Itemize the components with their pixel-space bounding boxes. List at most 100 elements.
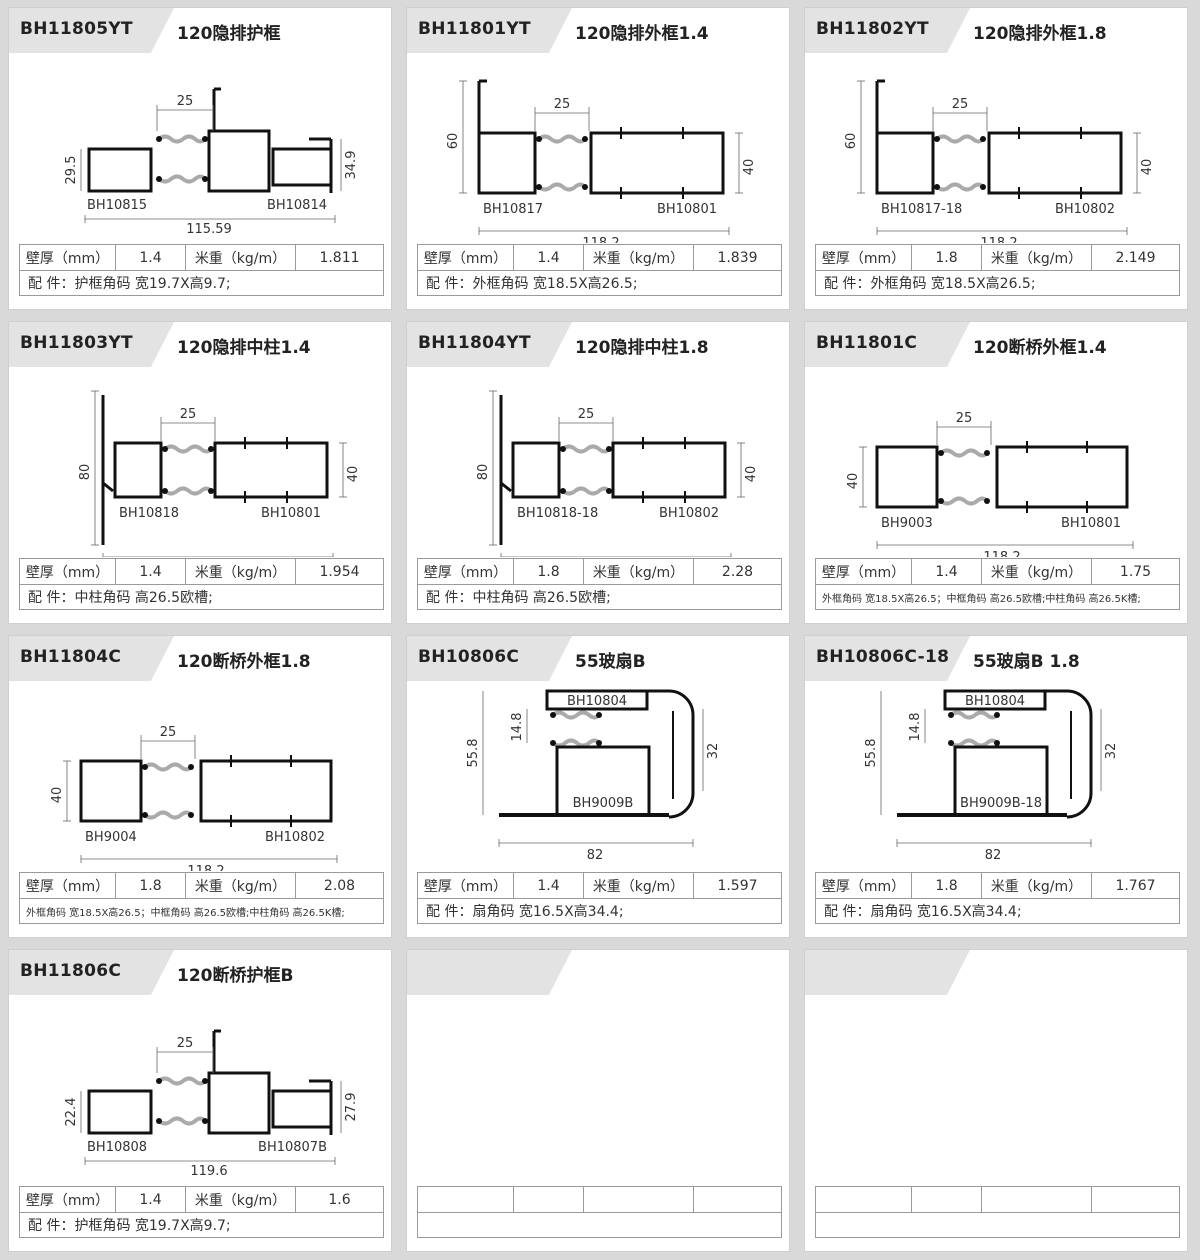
strip-hook (560, 446, 566, 452)
product-card: BH11801C120断桥外框1.42540118.2BH9003BH10801… (804, 321, 1188, 624)
meter-weight-label: 米重（kg/m） (185, 872, 296, 899)
spec-table (815, 1186, 1180, 1238)
dim-top: 25 (180, 407, 197, 422)
product-code: BH11803YT (20, 333, 133, 353)
accessory-note: 配 件：外框角码 宽18.5X高26.5; (417, 270, 782, 296)
wall-thickness-label: 壁厚（mm） (417, 872, 514, 899)
code-tab (407, 950, 572, 995)
meter-weight-label: 米重（kg/m） (981, 558, 1092, 585)
meter-weight-label: 米重（kg/m） (981, 872, 1092, 899)
accessory-note: 配 件：扇角码 宽16.5X高34.4; (417, 898, 782, 924)
spec-empty (815, 1186, 912, 1213)
part-label-left: BH10818-18 (517, 506, 598, 521)
profile-chamber (511, 441, 561, 499)
part-label-left: BH10808 (87, 1140, 147, 1155)
profile-chamber (611, 441, 727, 499)
sash-curve (1045, 689, 1093, 819)
dim-right: 27.9 (344, 1093, 359, 1122)
strip-hook (142, 812, 148, 818)
code-tab (407, 8, 572, 53)
thermal-strip (157, 1116, 207, 1126)
strip-hook (934, 184, 940, 190)
product-code: BH11806C (20, 961, 122, 981)
profile-chamber (87, 147, 153, 193)
thermal-strip (935, 134, 985, 144)
profile-chamber (113, 441, 163, 499)
code-tab (9, 322, 174, 367)
product-code: BH11801YT (418, 19, 531, 39)
meter-weight-value: 2.28 (693, 558, 782, 585)
strip-hook (536, 184, 542, 190)
strip-hook (208, 488, 214, 494)
wall-thickness-label: 壁厚（mm） (417, 244, 514, 271)
wall-thickness-value: 1.8 (115, 872, 186, 899)
strip-hook (934, 136, 940, 142)
card-header (805, 950, 1187, 995)
product-code: BH11804YT (418, 333, 531, 353)
strip-hook (938, 450, 944, 456)
dim-left: 22.4 (64, 1098, 79, 1127)
accessory-note: 配 件：中柱角码 高26.5欧槽; (417, 584, 782, 610)
part-label-bottom: BH9009B-18 (960, 796, 1042, 811)
strip-hook (980, 136, 986, 142)
part-label-left: BH10817 (483, 202, 543, 217)
spec-empty (981, 1186, 1092, 1213)
code-tab (407, 636, 572, 681)
product-card: BH11804C120断桥外框1.82540118.2BH9004BH10802… (8, 635, 392, 938)
dim-outer-height: 55.8 (864, 739, 879, 768)
wall-thickness-label: 壁厚（mm） (815, 558, 912, 585)
strip-hook (582, 136, 588, 142)
dim-overall-width: 82 (587, 848, 604, 863)
profile-chamber (271, 1089, 333, 1129)
thermal-strip (935, 182, 985, 192)
strip-hook (550, 740, 556, 746)
dim-left: 80 (476, 464, 491, 481)
profile-drawing (407, 995, 789, 1185)
accessory-note: 外框角码 宽18.5X高26.5；中框角码 高26.5欧槽;中柱角码 高26.5… (19, 898, 384, 924)
profile-chamber (87, 1089, 153, 1135)
meter-weight-label: 米重（kg/m） (185, 558, 296, 585)
strip-hook (984, 450, 990, 456)
product-name: 120隐排外框1.8 (973, 24, 1107, 44)
strip-hook (156, 1118, 162, 1124)
wall-thickness-label: 壁厚（mm） (19, 872, 116, 899)
card-header (407, 950, 789, 995)
part-label-left: BH10817-18 (881, 202, 962, 217)
product-code: BH10806C (418, 647, 520, 667)
spec-empty (911, 1186, 982, 1213)
dim-outer-height: 55.8 (466, 739, 481, 768)
part-label-left: BH10818 (119, 506, 179, 521)
profile-chamber (875, 131, 935, 195)
meter-weight-label: 米重（kg/m） (981, 244, 1092, 271)
strip-hook (142, 764, 148, 770)
code-tab (805, 636, 970, 681)
part-label-right: BH10801 (1061, 516, 1121, 531)
empty-product-card (804, 949, 1188, 1252)
profile-drawing: 2540118.2BH9004BH10802 (9, 681, 391, 871)
accessory-note (417, 1212, 782, 1238)
thermal-strip (939, 448, 989, 458)
product-code: BH11801C (816, 333, 918, 353)
wall-thickness-label: 壁厚（mm） (815, 244, 912, 271)
wall-thickness-value: 1.4 (513, 872, 584, 899)
meter-weight-value: 1.954 (295, 558, 384, 585)
part-label-right: BH10807B (258, 1140, 327, 1155)
part-label-left: BH9003 (881, 516, 933, 531)
mullion-web (102, 481, 114, 493)
